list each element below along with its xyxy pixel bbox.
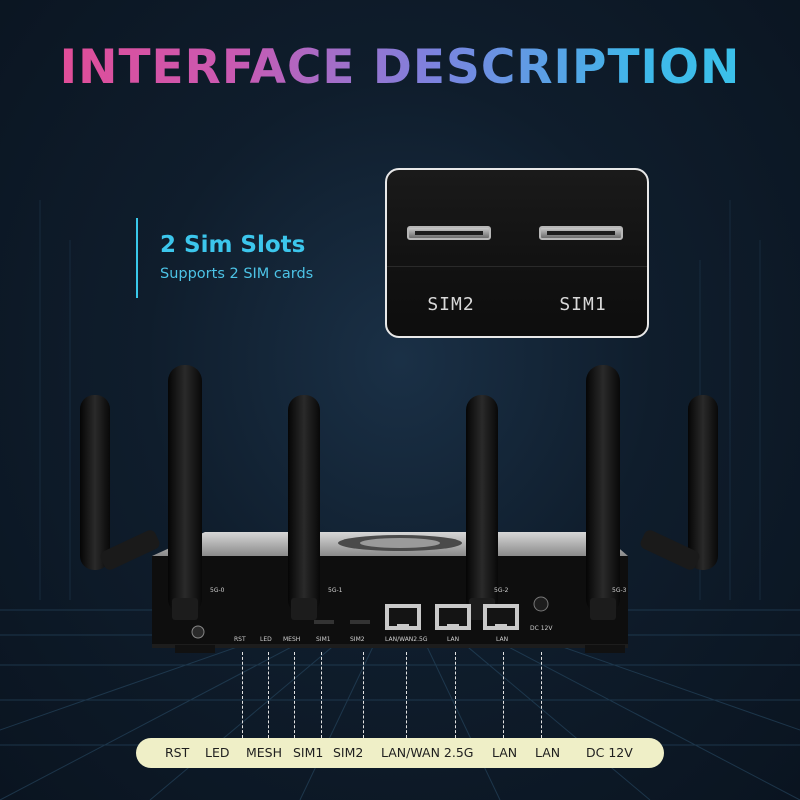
panel-label-lan-wan: LAN/WAN2.5G [385,636,428,643]
panel-label-mesh: MESH [283,636,300,643]
panel-label-rst: RST [234,636,246,643]
lan-port-1 [435,604,471,630]
leader-line-rst [242,652,243,738]
legend-label-dc: DC 12V [586,745,633,760]
feature-accent-bar [136,218,138,298]
antenna-back-left [80,395,110,570]
lan-port-2 [483,604,519,630]
router-front-panel [152,556,628,646]
leader-line-sim1 [321,652,322,738]
antenna-label-5g3: 5G-3 [612,587,627,594]
leader-line-led [268,652,269,738]
antenna-label-5g2: 5G-2 [494,587,509,594]
antenna-1 [168,365,202,615]
sim2-slot-label: SIM2 [427,294,475,315]
closeup-divider [387,266,647,267]
port-legend-bar [136,738,664,768]
sim1-slot-label: SIM1 [559,294,607,315]
dc-jack [533,596,549,612]
leader-line-sim2 [363,652,364,738]
leader-line-mesh [294,652,295,738]
legend-label-lan-1: LAN [492,745,518,760]
antenna-label-5g1: 5G-1 [328,587,343,594]
leader-line-lan-2 [503,652,504,738]
sim1-slot [539,226,623,240]
antenna-3 [466,395,498,615]
legend-label-rst: RST [165,745,190,760]
ground-screw-icon [191,625,205,639]
page-title: INTERFACE DESCRIPTION [0,40,800,95]
lan-wan-port [385,604,421,630]
legend-label-lan-2: LAN [535,745,561,760]
feature-callout: 2 Sim Slots Supports 2 SIM cards [136,218,376,298]
sim2-slot [407,226,491,240]
legend-label-mesh: MESH [246,745,283,760]
panel-label-lan-1: LAN [447,636,459,643]
panel-label-sim2: SIM2 [350,636,365,643]
sim1-port [314,620,334,624]
leader-line-lan-1 [455,652,456,738]
panel-label-sim1: SIM1 [316,636,331,643]
antenna-2 [288,395,320,615]
sim-slot-closeup: SIM2 SIM1 [385,168,649,338]
feature-title: 2 Sim Slots [160,232,306,258]
antenna-label-5g0: 5G-0 [210,587,225,594]
panel-label-lan-2: LAN [496,636,508,643]
feature-subtitle: Supports 2 SIM cards [160,266,314,282]
panel-label-led: LED [260,636,272,643]
sim2-port [350,620,370,624]
leader-line-lan-wan [406,652,407,738]
leader-line-dc [541,652,542,738]
panel-label-dc: DC 12V [530,625,553,632]
antenna-back-right [688,395,718,570]
legend-label-sim1: SIM1 [293,745,324,760]
antenna-4 [586,365,620,615]
legend-label-sim2: SIM2 [333,745,364,760]
legend-label-led: LED [205,745,230,760]
legend-label-lan-wan: LAN/WAN 2.5G [381,745,474,760]
